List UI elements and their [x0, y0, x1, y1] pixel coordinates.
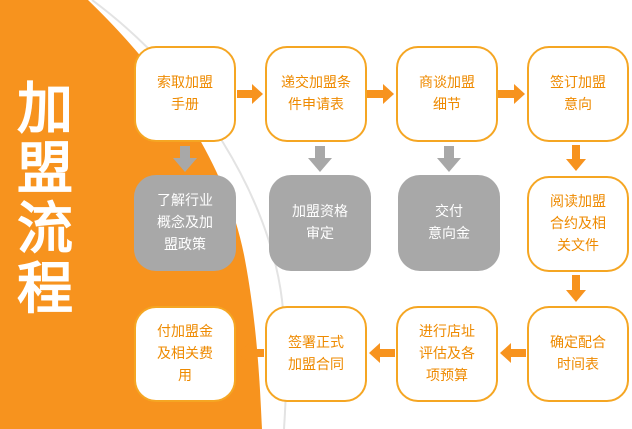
title-char: 程 [17, 257, 73, 322]
arrows-top [237, 84, 525, 104]
step-box: 签署正式 加盟合同 [265, 306, 367, 402]
step-label: 商谈加盟 细节 [419, 75, 475, 113]
title-char: 加 [17, 77, 73, 142]
step-label: 签署正式 加盟合同 [288, 335, 344, 373]
title-char: 流 [17, 197, 73, 262]
step-box: 商谈加盟 细节 [396, 46, 498, 142]
side-note-label: 了解行业 概念及加 盟政策 [157, 193, 213, 253]
step-label: 索取加盟 手册 [157, 75, 213, 113]
side-note-label: 加盟资格 审定 [292, 204, 348, 242]
step-box: 进行店址 评估及各 项预算 [396, 306, 498, 402]
side-note-box: 了解行业 概念及加 盟政策 [134, 175, 236, 271]
arrows-right [566, 145, 586, 302]
step-label: 签订加盟 意向 [550, 75, 606, 113]
step-box: 付加盟金 及相关费 用 [134, 306, 236, 402]
step-label: 确定配合 时间表 [550, 335, 606, 373]
arrows-gray [173, 146, 461, 172]
flow-title: 加 盟 流 程 [4, 80, 86, 330]
step-box: 索取加盟 手册 [134, 46, 236, 142]
step-label: 进行店址 评估及各 项预算 [419, 324, 475, 384]
step-label: 阅读加盟 合约及相 关文件 [550, 194, 606, 254]
side-note-box: 交付 意向金 [398, 175, 500, 271]
arrows-bottom [238, 343, 526, 363]
title-char: 盟 [17, 137, 73, 202]
step-box: 递交加盟条 件申请表 [265, 46, 367, 142]
step-box: 阅读加盟 合约及相 关文件 [527, 176, 629, 272]
side-note-label: 交付 意向金 [428, 204, 470, 242]
step-label: 递交加盟条 件申请表 [281, 75, 351, 113]
step-label: 付加盟金 及相关费 用 [157, 324, 213, 384]
side-note-box: 加盟资格 审定 [269, 175, 371, 271]
step-box: 签订加盟 意向 [527, 46, 629, 142]
step-box: 确定配合 时间表 [527, 306, 629, 402]
